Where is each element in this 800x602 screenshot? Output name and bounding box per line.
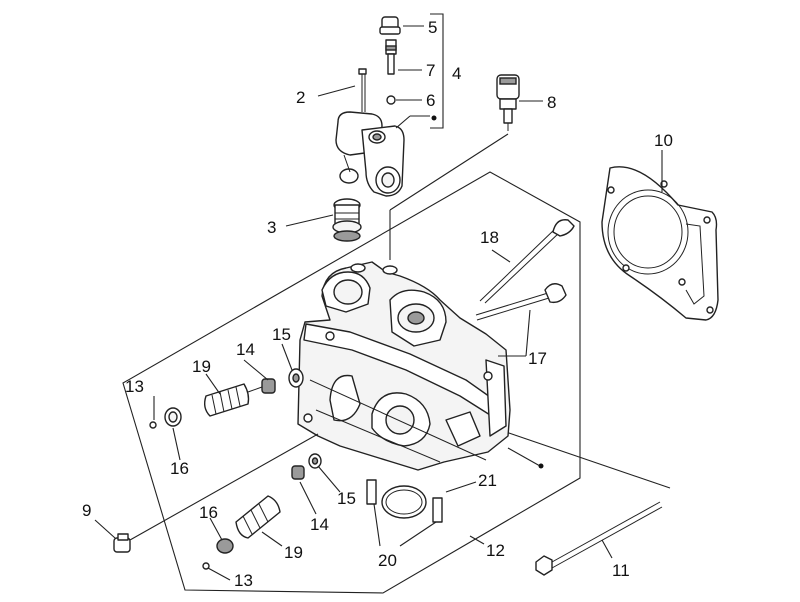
callout-21: 21 xyxy=(478,471,497,490)
spring-seat-lower-part xyxy=(216,538,234,554)
callout-11: 11 xyxy=(612,561,630,580)
callout-17: 17 xyxy=(528,349,547,368)
callout-13-upper: 13 xyxy=(125,377,144,396)
intake-valve-part xyxy=(479,219,575,304)
callout-14-lower: 14 xyxy=(310,515,329,534)
callout-12: 12 xyxy=(486,541,505,560)
callout-16-upper: 16 xyxy=(170,459,189,478)
callout-19-upper: 19 xyxy=(192,357,211,376)
callout-2: 2 xyxy=(296,88,305,107)
valve-cotter-upper-part xyxy=(149,421,157,429)
temperature-sensor-part xyxy=(496,74,520,131)
callout-6: 6 xyxy=(426,91,435,110)
thermostat-part xyxy=(332,198,362,242)
spring-seat-upper-part xyxy=(164,407,182,427)
valve-spring-upper-part xyxy=(203,383,250,417)
head-gasket-part xyxy=(601,166,719,321)
valve-seal-upper-part xyxy=(288,368,304,388)
small-bolt-part xyxy=(358,68,367,112)
sensor-stem-part xyxy=(385,39,397,75)
callout-15-upper: 15 xyxy=(272,325,291,344)
callout-5: 5 xyxy=(428,18,437,37)
valve-collet-lower-part xyxy=(291,465,305,480)
valve-collet-upper-part xyxy=(247,378,276,394)
callout-20: 20 xyxy=(378,551,397,570)
callout-7: 7 xyxy=(426,61,435,80)
stud-bolt-part xyxy=(535,501,663,576)
callout-10: 10 xyxy=(654,131,673,150)
o-ring-part xyxy=(381,485,427,519)
valve-cotter-lower-part xyxy=(202,562,210,570)
callout-18: 18 xyxy=(480,228,499,247)
exhaust-valve-part xyxy=(475,283,567,321)
cylinder-head-part xyxy=(297,261,511,471)
plug-part xyxy=(113,533,131,553)
callout-16-lower: 16 xyxy=(199,503,218,522)
bracket-4 xyxy=(430,13,444,129)
callout-3: 3 xyxy=(267,218,276,237)
callout-labels: 2 3 4 5 6 7 8 9 10 11 12 13 13 14 14 15 … xyxy=(82,18,673,590)
dowel-pin-left-part xyxy=(366,479,377,505)
callout-4: 4 xyxy=(452,64,461,83)
leader-lines xyxy=(94,25,663,581)
reference-dot-4 xyxy=(431,115,437,121)
reference-dot-12 xyxy=(538,463,544,469)
cap-part xyxy=(379,16,401,35)
assembly-outline-bracket xyxy=(499,429,671,489)
assembly-outline xyxy=(122,171,581,594)
callout-13-lower: 13 xyxy=(234,571,253,590)
washer-part xyxy=(386,95,396,105)
valve-spring-lower-part xyxy=(235,495,281,539)
callout-19-lower: 19 xyxy=(284,543,303,562)
callout-15-lower: 15 xyxy=(337,489,356,508)
valve-seal-lower-part xyxy=(308,453,322,469)
callout-9: 9 xyxy=(82,501,91,520)
thermostat-housing-part xyxy=(335,111,405,197)
callout-14-upper: 14 xyxy=(236,340,255,359)
callout-8: 8 xyxy=(547,93,556,112)
dowel-pin-right-part xyxy=(432,497,443,523)
